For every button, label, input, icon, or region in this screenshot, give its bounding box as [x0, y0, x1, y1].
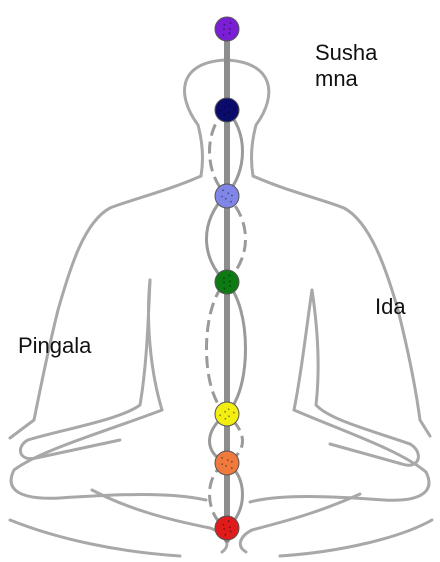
- chakra-sacral: [215, 451, 239, 475]
- chakra-speckle: [225, 198, 227, 200]
- chakra-speckle: [233, 109, 235, 111]
- chakra-speckle: [223, 288, 225, 290]
- ida-label: Ida: [375, 294, 406, 320]
- chakra-speckle: [224, 107, 226, 109]
- chakra-speckle: [224, 24, 226, 26]
- chakra-speckle: [224, 114, 226, 116]
- chakra-speckle: [228, 105, 230, 107]
- chakra-speckle: [224, 534, 226, 536]
- chakra-speckle: [231, 467, 233, 469]
- chakra-speckle: [229, 32, 231, 34]
- chakra-speckle: [229, 526, 231, 528]
- chakra-speckle: [229, 28, 231, 30]
- chakra-solar-plexus: [215, 402, 239, 426]
- chakra-speckle: [230, 201, 232, 203]
- right-leg-outline: [250, 410, 429, 502]
- chakra-speckle: [228, 408, 230, 410]
- left-leg-outline: [11, 410, 206, 500]
- chakra-throat: [215, 184, 239, 208]
- chakra-root: [215, 516, 239, 540]
- chakra-speckle: [221, 463, 223, 465]
- right-forearm: [330, 444, 418, 465]
- sushumna-label-box: Sushamna: [315, 40, 425, 88]
- chakra-speckle: [233, 412, 235, 414]
- right-torso: [294, 290, 312, 410]
- chakra-heart: [215, 270, 239, 294]
- chakra-speckle: [223, 28, 225, 30]
- chakra-speckle: [224, 418, 226, 420]
- chakra-speckle: [221, 196, 223, 198]
- chakra-speckle: [229, 285, 231, 287]
- chakra-speckle: [231, 461, 233, 463]
- chakra-speckle: [229, 275, 231, 277]
- chakra-speckle: [227, 459, 229, 461]
- chakra-crown: [215, 17, 239, 41]
- chakra-speckle: [223, 282, 225, 284]
- sushumna-label: Sushamna: [315, 40, 385, 88]
- chakra-speckle: [224, 411, 226, 413]
- body-outline: [10, 60, 432, 556]
- chakra-speckle: [227, 192, 229, 194]
- chakra-speckle: [231, 195, 233, 197]
- pingala-label: Pingala: [18, 333, 91, 359]
- chakra-speckle: [229, 281, 231, 283]
- chakra-speckle: [225, 465, 227, 467]
- chakra-speckle: [222, 524, 224, 526]
- chakra-speckle: [228, 520, 230, 522]
- chakra-speckle: [219, 414, 221, 416]
- right-shin: [240, 494, 360, 552]
- chakra-speckle: [228, 112, 230, 114]
- chakra-speckle: [222, 189, 224, 191]
- chakra-speckle: [223, 528, 225, 530]
- chakra-speckle: [219, 109, 221, 111]
- chakra-speckle: [221, 457, 223, 459]
- chakra-speckle: [230, 22, 232, 24]
- left-arm-outline: [10, 176, 201, 438]
- chakra-speckle: [230, 531, 232, 533]
- chakra-speckle: [223, 277, 225, 279]
- chakra-speckle: [228, 415, 230, 417]
- chakra-speckle: [223, 34, 225, 36]
- chakra-third-eye: [215, 98, 239, 122]
